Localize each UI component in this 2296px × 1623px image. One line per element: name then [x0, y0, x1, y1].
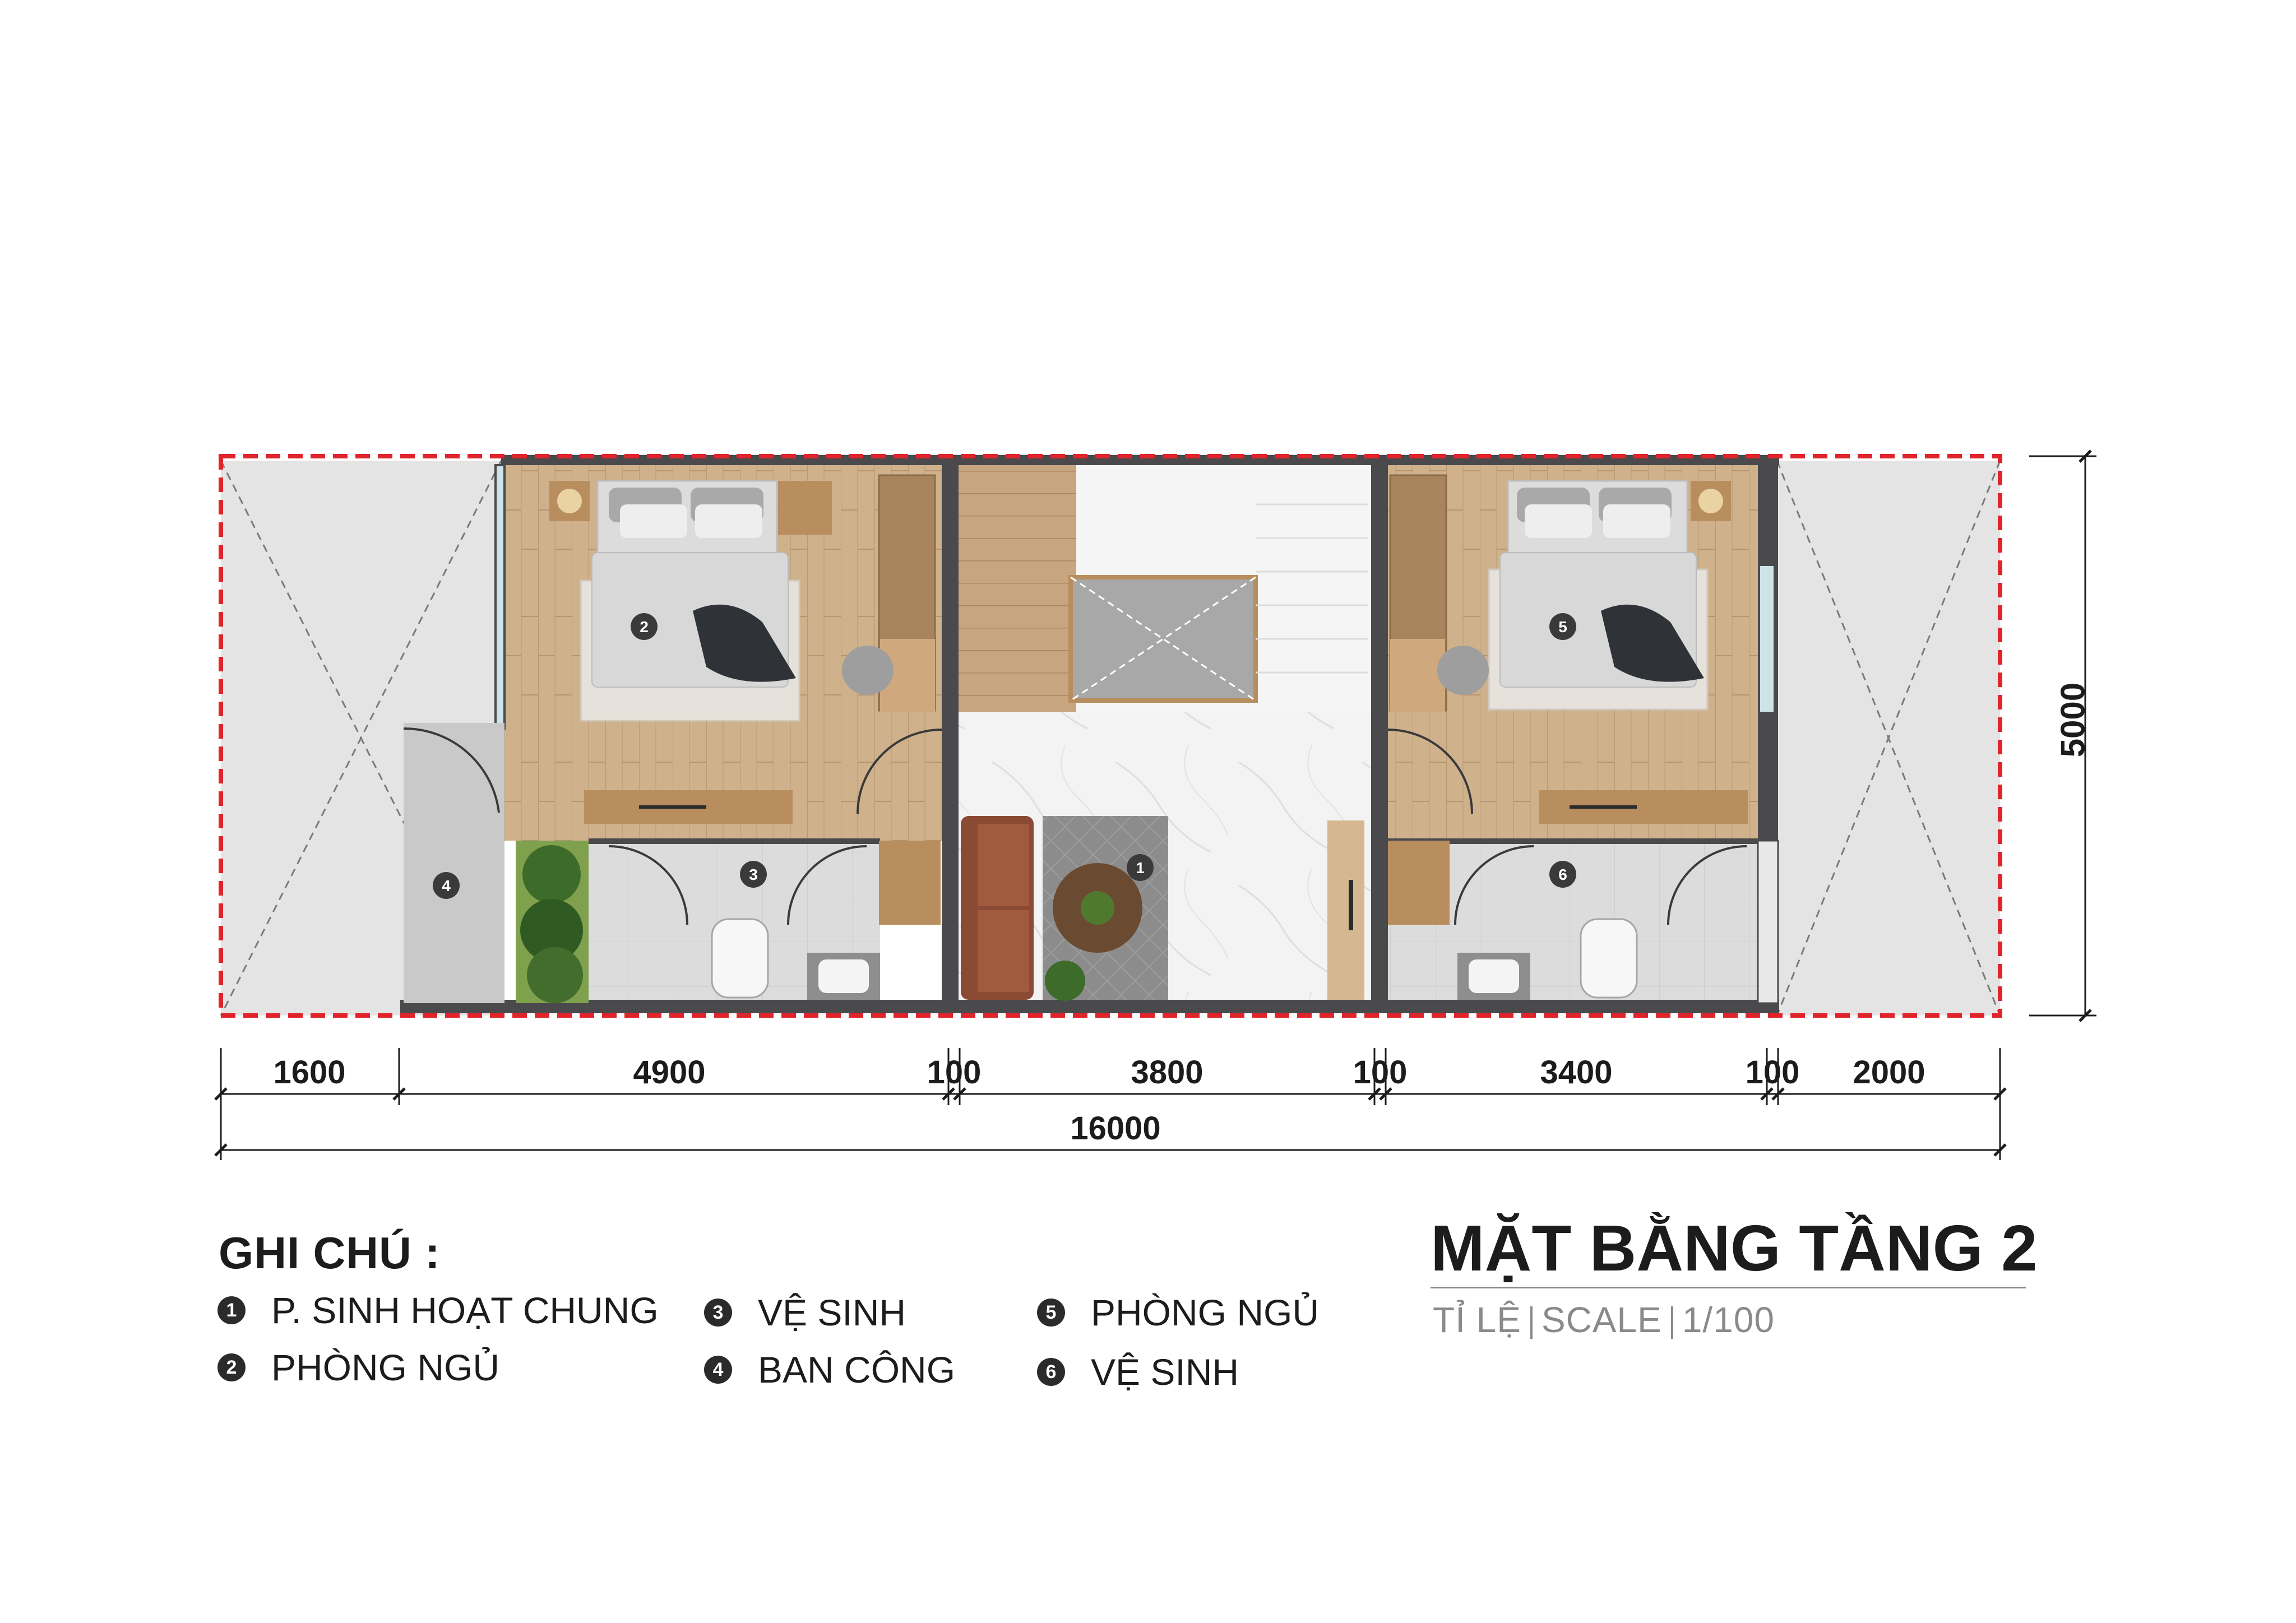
legend-label-2: PHÒNG NGỦ	[271, 1347, 500, 1388]
window-bathroom-6	[1757, 840, 1779, 1004]
legend-label-1: P. SINH HOẠT CHUNG	[271, 1290, 659, 1331]
dim-total: 16000	[1070, 1110, 1161, 1147]
scale-label-en: SCALE	[1541, 1300, 1662, 1340]
plan-title: MẶT BẰNG TẦNG 2	[1431, 1212, 2038, 1285]
dim-2000: 2000	[1853, 1054, 1925, 1091]
legend-item-4: 4 BAN CÔNG	[704, 1348, 955, 1391]
scale-value: 1/100	[1682, 1300, 1775, 1340]
legend-num-6: 6	[1037, 1358, 1065, 1386]
dimension-ticks	[214, 449, 2092, 1157]
marker-4: 4	[442, 877, 451, 894]
window-bedroom-5	[1760, 566, 1774, 712]
site-boundary	[219, 454, 2002, 1018]
window-bedroom-2	[494, 464, 506, 730]
legend-item-6: 6 VỆ SINH	[1037, 1351, 1239, 1393]
legend-num-2: 2	[217, 1353, 246, 1381]
room-marker-labels: 1 2 3 4 5 6	[442, 618, 1567, 894]
marker-2: 2	[640, 618, 649, 636]
legend-item-1: 1 P. SINH HOẠT CHUNG	[217, 1289, 659, 1332]
scale-separator	[1530, 1306, 1533, 1339]
legend-item-3: 3 VỆ SINH	[704, 1291, 906, 1334]
bedroom-5	[1387, 465, 1758, 841]
dim-100-a: 100	[927, 1054, 982, 1091]
scale-label-vi: TỈ LỆ	[1433, 1300, 1521, 1340]
marker-5: 5	[1558, 618, 1567, 636]
marker-6: 6	[1558, 866, 1567, 883]
legend-num-3: 3	[704, 1299, 732, 1327]
scale-line: TỈ LỆ SCALE 1/100	[1433, 1299, 1775, 1341]
bathroom-3	[589, 838, 941, 1000]
title-rule	[1431, 1287, 2026, 1288]
legend-label-3: VỆ SINH	[758, 1292, 906, 1333]
legend-item-2: 2 PHÒNG NGỦ	[217, 1346, 499, 1389]
dim-1600: 1600	[273, 1054, 346, 1091]
balcony-4	[403, 723, 589, 1003]
dim-3800: 3800	[1131, 1054, 1203, 1091]
legend-label-6: VỆ SINH	[1091, 1351, 1239, 1393]
bottom-wall	[400, 1000, 1779, 1013]
legend-num-5: 5	[1037, 1299, 1065, 1327]
legend-item-5: 5 PHÒNG NGỦ	[1037, 1291, 1319, 1334]
marker-1: 1	[1136, 859, 1145, 877]
living-room-1	[959, 712, 1373, 1001]
wall-left-core	[942, 465, 959, 1000]
dim-100-b: 100	[1353, 1054, 1408, 1091]
dim-height: 5000	[2054, 682, 2092, 758]
scale-separator	[1670, 1306, 1673, 1339]
right-void	[1776, 460, 2001, 1016]
bathroom-6	[1388, 838, 1758, 1000]
bedroom-2	[502, 465, 945, 841]
legend-title: GHI CHÚ :	[219, 1228, 441, 1278]
dim-4900: 4900	[633, 1054, 706, 1091]
wall-right-core	[1371, 465, 1388, 1000]
marker-3: 3	[749, 866, 758, 883]
legend-label-5: PHÒNG NGỦ	[1091, 1292, 1320, 1333]
dim-3400: 3400	[1540, 1054, 1613, 1091]
room-markers	[433, 613, 1576, 899]
legend-num-4: 4	[704, 1356, 732, 1384]
legend-num-1: 1	[217, 1296, 246, 1324]
stair-core	[959, 465, 1373, 712]
dim-100-c: 100	[1745, 1054, 1800, 1091]
legend-label-4: BAN CÔNG	[758, 1349, 956, 1390]
